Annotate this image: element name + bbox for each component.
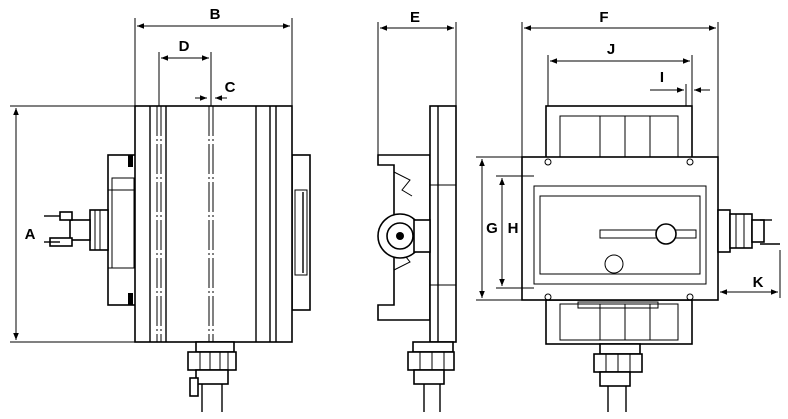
label-b: B — [210, 6, 221, 23]
dimension-labels: B D C A E F J I G H K — [25, 6, 764, 291]
label-f: F — [599, 9, 608, 26]
front-view — [44, 105, 311, 412]
side-view — [377, 105, 457, 412]
label-k: K — [753, 274, 764, 291]
label-e: E — [410, 9, 420, 26]
label-h: H — [508, 220, 519, 237]
label-a: A — [25, 226, 36, 243]
dimension-lines — [10, 18, 781, 343]
label-i: I — [660, 69, 664, 86]
label-d: D — [179, 38, 190, 55]
label-c: C — [225, 79, 236, 96]
top-view — [521, 105, 780, 412]
label-j: J — [607, 41, 615, 58]
label-g: G — [486, 220, 498, 237]
